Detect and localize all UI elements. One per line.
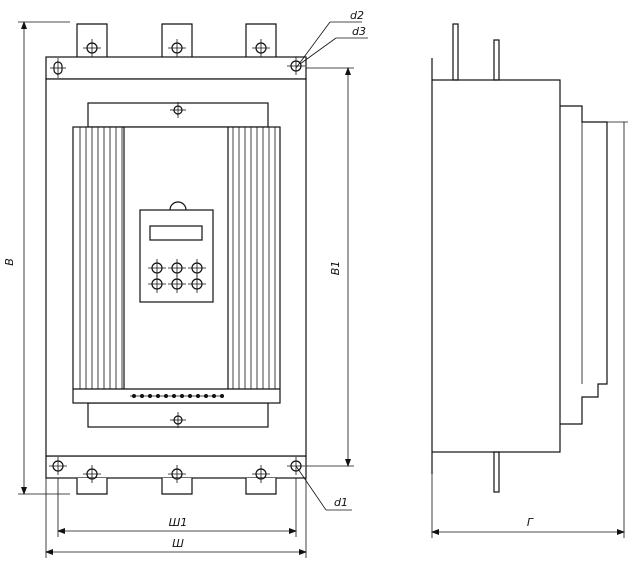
front-view [45,23,307,495]
label-b: B [3,258,16,266]
keypad-button [148,259,166,277]
side-stud-top-1 [452,23,459,81]
indicator-dot [140,394,144,398]
terminal-bolt-top [168,39,186,57]
terminal-bolt-bottom [252,465,270,483]
display-window [149,225,203,241]
indicator-dot [212,394,216,398]
keypad-button [148,275,166,293]
terminal-bolt-top [252,39,270,57]
label-depth: Г [527,516,534,529]
keypad-housing [139,209,214,303]
flange-hole-top-right [287,57,305,75]
flange-hole-bottom-left [49,457,67,475]
bottom-flange [45,455,307,479]
keypad-button [188,259,206,277]
indicator-dot [164,394,168,398]
bottom-terminals [76,478,277,495]
indicator-dot [180,394,184,398]
label-w: Ш [172,537,184,550]
label-d2: d2 [350,9,364,22]
label-d1: d1 [334,496,348,509]
top-flange [45,56,307,80]
terminal-bolts [83,39,270,483]
side-view [431,23,608,493]
flange-hole-top-left [50,58,66,78]
indicator-dot [204,394,208,398]
indicator-dot [220,394,224,398]
side-stud-top-2 [493,39,500,81]
heatsink-fins-left [79,127,123,389]
indicator-dot [132,394,136,398]
indicator-strip [130,394,224,398]
mounting-holes [49,57,305,475]
dimensions: B B1 Ш1 Ш Г d2 d3 d1 [3,9,628,558]
top-terminals [76,23,277,57]
keypad-button [188,275,206,293]
side-front-profile [560,105,608,425]
keypad-module [139,201,214,303]
indicator-dot [188,394,192,398]
label-d3: d3 [352,25,366,38]
side-stud-bottom [493,451,500,493]
indicator-dot [172,394,176,398]
cover-screw-bottom [170,412,186,428]
indicator-dot [156,394,160,398]
side-body [431,79,561,453]
terminal-bolt-bottom [168,465,186,483]
indicator-dot [196,394,200,398]
cover-screw-top [170,102,186,118]
heatsink-fins-right [232,127,276,389]
keypad-buttons [148,259,206,293]
keypad-button [168,275,186,293]
keypad-latch [169,201,187,211]
cover-screws [170,102,186,428]
label-b1: B1 [329,261,342,276]
indicator-dot [148,394,152,398]
keypad-button [168,259,186,277]
terminal-bolt-bottom [83,465,101,483]
terminal-bolt-top [83,39,101,57]
label-w1: Ш1 [169,516,188,529]
